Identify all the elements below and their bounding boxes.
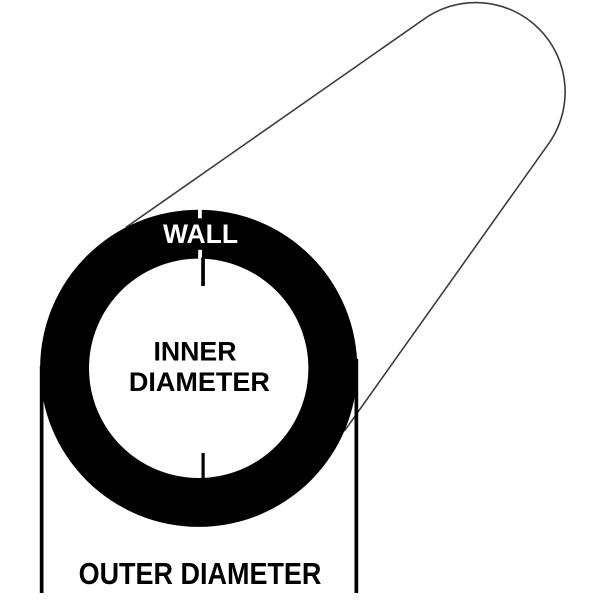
svg-text:INNER: INNER [153,337,236,367]
svg-text:WALL: WALL [163,219,238,249]
svg-text:DIAMETER: DIAMETER [129,367,270,397]
svg-text:OUTER DIAMETER: OUTER DIAMETER [79,558,322,592]
